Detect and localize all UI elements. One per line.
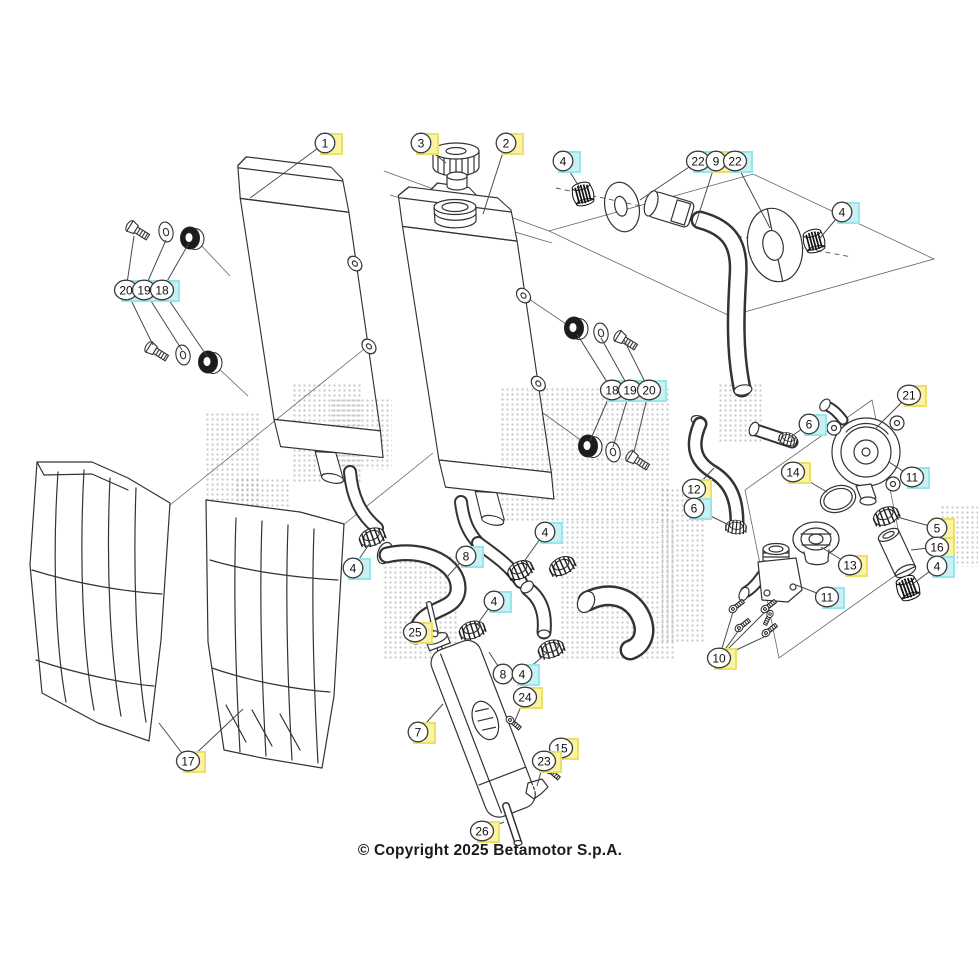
- svg-text:4: 4: [934, 559, 941, 573]
- callout-4[interactable]: 4: [475, 590, 512, 627]
- svg-text:10: 10: [712, 651, 726, 665]
- radiator-guard-right: [205, 499, 345, 769]
- svg-text:8: 8: [463, 549, 470, 563]
- svg-text:9: 9: [713, 154, 720, 168]
- pump-feed-hose: [687, 414, 748, 536]
- svg-text:13: 13: [843, 558, 857, 572]
- svg-text:16: 16: [930, 540, 944, 554]
- callout-12[interactable]: 12: [681, 467, 715, 501]
- svg-text:4: 4: [542, 525, 549, 539]
- clip: [525, 778, 549, 800]
- expansion-tank: [425, 630, 536, 818]
- callout-14[interactable]: 14: [780, 461, 828, 493]
- callout-4[interactable]: 4: [909, 555, 955, 587]
- svg-text:19: 19: [623, 383, 637, 397]
- svg-text:22: 22: [691, 154, 705, 168]
- callout-4[interactable]: 4: [342, 542, 371, 580]
- callout-8[interactable]: 8: [446, 545, 484, 578]
- callout-18[interactable]: 18: [149, 242, 208, 357]
- callout-17[interactable]: 17: [158, 708, 244, 773]
- svg-text:23: 23: [537, 754, 551, 768]
- callout-2[interactable]: 2: [482, 132, 524, 215]
- callout-18[interactable]: 18: [576, 333, 630, 442]
- svg-text:11: 11: [821, 590, 834, 604]
- callout-13[interactable]: 13: [820, 546, 868, 577]
- thermostat: [792, 521, 840, 566]
- callout-21[interactable]: 21: [875, 384, 927, 429]
- callout-4[interactable]: 4: [522, 521, 563, 564]
- radiator-guard-left: [29, 461, 171, 742]
- svg-text:18: 18: [155, 283, 169, 297]
- callout-23[interactable]: 23: [531, 750, 562, 787]
- callout-5[interactable]: 5: [896, 516, 955, 540]
- callout-6[interactable]: 6: [683, 497, 730, 526]
- svg-text:24: 24: [518, 690, 532, 704]
- svg-text:4: 4: [519, 667, 526, 681]
- drain-tube: [502, 802, 523, 847]
- svg-text:6: 6: [806, 417, 813, 431]
- callout-8[interactable]: 8: [488, 651, 514, 685]
- small-fasteners: [504, 714, 562, 800]
- callout-1[interactable]: 1: [249, 132, 343, 199]
- callout-20[interactable]: 20: [623, 339, 667, 453]
- callout-3[interactable]: 3: [410, 132, 447, 164]
- copyright-text: © Copyright 2025 Betamotor S.p.A.: [357, 842, 623, 859]
- svg-text:2: 2: [503, 136, 510, 150]
- svg-text:25: 25: [408, 625, 422, 639]
- callout-24[interactable]: 24: [512, 686, 543, 724]
- svg-text:19: 19: [137, 283, 151, 297]
- svg-text:26: 26: [475, 824, 489, 838]
- svg-text:11: 11: [906, 470, 919, 484]
- sleeve-assembly: [870, 502, 924, 605]
- radiator-right: [397, 182, 555, 526]
- svg-text:4: 4: [839, 205, 846, 219]
- svg-text:6: 6: [691, 501, 698, 515]
- callout-7[interactable]: 7: [407, 703, 444, 744]
- svg-text:3: 3: [418, 136, 425, 150]
- svg-text:17: 17: [181, 754, 195, 768]
- svg-text:18: 18: [605, 383, 619, 397]
- callout-6[interactable]: 6: [788, 413, 827, 439]
- outlet-union: [738, 542, 803, 627]
- svg-text:1: 1: [322, 136, 329, 150]
- water-pump-cover: [748, 398, 905, 506]
- svg-text:4: 4: [560, 154, 567, 168]
- callout-16[interactable]: 16: [910, 536, 955, 559]
- svg-text:21: 21: [902, 388, 916, 402]
- svg-text:20: 20: [642, 383, 656, 397]
- svg-text:12: 12: [687, 482, 701, 496]
- callout-10[interactable]: 10: [706, 611, 767, 670]
- svg-text:4: 4: [350, 561, 357, 575]
- filler-neck: [433, 198, 477, 229]
- callout-22[interactable]: 22: [722, 150, 771, 229]
- breather-line-assembly: [569, 179, 828, 398]
- callout-26[interactable]: 26: [469, 820, 505, 843]
- hose-fitting: [643, 190, 695, 228]
- lower-hose-assembly: [343, 465, 655, 663]
- callout-22[interactable]: 22: [639, 150, 716, 201]
- svg-text:5: 5: [934, 521, 941, 535]
- callout-4[interactable]: 4: [511, 651, 549, 686]
- radiator-left: [237, 156, 384, 484]
- callout-25[interactable]: 25: [402, 621, 434, 644]
- svg-text:22: 22: [728, 154, 742, 168]
- callout-11[interactable]: 11: [888, 461, 930, 489]
- svg-text:14: 14: [786, 465, 800, 479]
- radiator-cap: [432, 142, 480, 191]
- svg-text:20: 20: [119, 283, 133, 297]
- callout-11[interactable]: 11: [795, 584, 845, 609]
- svg-text:8: 8: [500, 667, 507, 681]
- svg-text:7: 7: [415, 725, 422, 739]
- callout-4[interactable]: 4: [552, 150, 581, 189]
- callout-4[interactable]: 4: [819, 201, 860, 239]
- svg-text:4: 4: [491, 594, 498, 608]
- o-ring: [819, 484, 857, 514]
